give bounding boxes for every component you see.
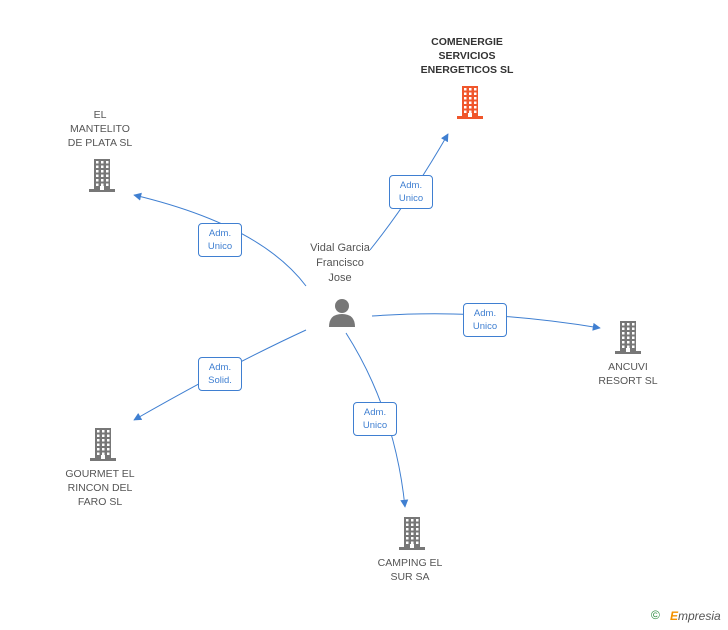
person-icon[interactable]: [327, 297, 357, 327]
relation-badge-mantelito[interactable]: Adm. Unico: [198, 223, 242, 257]
brand-logo[interactable]: Empresia: [670, 609, 721, 623]
building-icon-mantelito[interactable]: [86, 157, 118, 193]
brand-initial: E: [670, 609, 679, 623]
company-label-ancuvi[interactable]: ANCUVI RESORT SL: [598, 361, 658, 387]
company-label-gourmet[interactable]: GOURMET EL RINCON DEL FARO SL: [65, 468, 135, 508]
building-icon-comenergie[interactable]: [454, 84, 486, 120]
building-icon-camping[interactable]: [396, 515, 428, 551]
company-label-comenergie[interactable]: COMENERGIE SERVICIOS ENERGETICOS SL: [420, 36, 514, 76]
relation-badge-camping[interactable]: Adm. Unico: [353, 402, 397, 436]
company-label-mantelito[interactable]: EL MANTELITO DE PLATA SL: [67, 109, 133, 149]
building-icon-gourmet[interactable]: [87, 426, 119, 462]
brand-rest: mpresia: [678, 609, 721, 623]
relation-badge-ancuvi[interactable]: Adm. Unico: [463, 303, 507, 337]
company-label-camping[interactable]: CAMPING EL SUR SA: [377, 557, 443, 583]
relation-badge-gourmet[interactable]: Adm. Solid.: [198, 357, 242, 391]
copyright-icon: ©: [651, 608, 660, 622]
relation-badge-comenergie[interactable]: Adm. Unico: [389, 175, 433, 209]
building-icon-ancuvi[interactable]: [612, 319, 644, 355]
person-name: Vidal Garcia Francisco Jose: [310, 242, 370, 284]
